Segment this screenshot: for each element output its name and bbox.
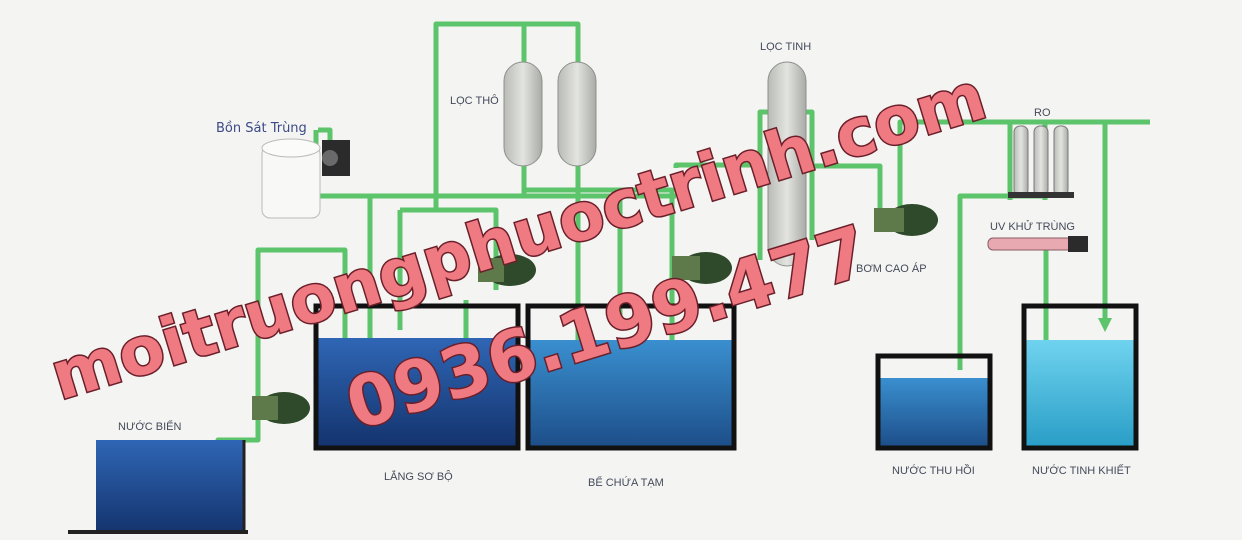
label-coarse-filter: LỌC THÔ — [450, 94, 499, 107]
disinfection-tank — [261, 138, 350, 219]
high-pressure-pump-icon — [874, 204, 938, 236]
label-disinfection-tank: Bồn Sát Trùng — [216, 121, 307, 136]
label-uv: UV KHỬ TRÙNG — [990, 220, 1075, 233]
arrow-down-icon — [1098, 318, 1112, 332]
pump-icon — [252, 392, 310, 424]
recovered-water-tank — [875, 353, 993, 451]
sea-water-basin — [68, 440, 248, 534]
pump-icon — [672, 252, 732, 284]
temporary-tank — [525, 303, 737, 451]
coarse-filter-vessels — [503, 61, 597, 167]
label-ro: RO — [1034, 107, 1051, 119]
label-settling: LẮNG SƠ BỘ — [384, 470, 453, 483]
label-sea-water: NƯỚC BIỂN — [118, 420, 181, 433]
pump-icon — [478, 254, 536, 286]
settling-tank — [313, 303, 521, 451]
pure-water-tank — [1021, 303, 1139, 451]
ro-membranes — [1008, 125, 1074, 198]
label-recovered-water: NƯỚC THU HỒI — [892, 464, 975, 477]
uv-unit — [987, 236, 1088, 252]
label-fine-filter: LỌC TINH — [760, 41, 811, 53]
label-pure-water: NƯỚC TINH KHIẾT — [1032, 464, 1131, 477]
label-high-pressure-pump: BƠM CAO ÁP — [856, 262, 927, 275]
fine-filter-vessel — [767, 61, 807, 267]
label-temp-tank: BỂ CHỨA TẠM — [588, 476, 664, 489]
